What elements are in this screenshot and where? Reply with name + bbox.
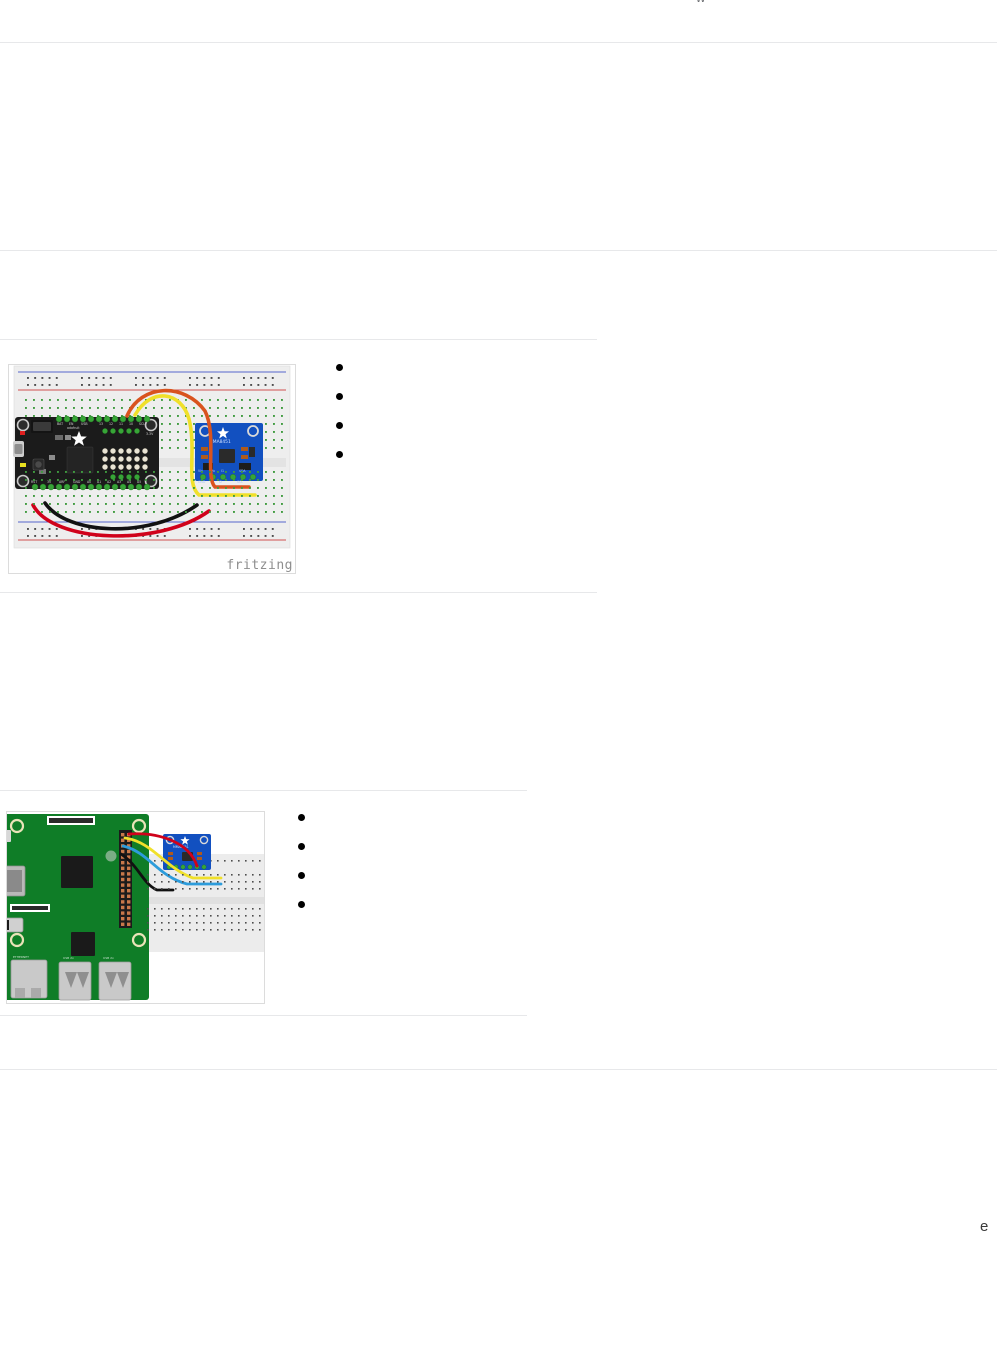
svg-text:A5: A5 [137,480,141,484]
svg-text:ARF: ARF [59,480,65,484]
bullet-text: Pi SCL to sensor SCL [314,867,445,882]
divider-top [0,42,997,43]
svg-text:A4: A4 [127,480,131,484]
svg-text:13: 13 [99,422,103,426]
svg-text:ETHERNET: ETHERNET [13,955,29,959]
fritzing-canvas-feather: RST 3V ARF GND A0 A1 A2 A3 A4 A5 BAT EN … [9,365,295,573]
svg-text:RST: RST [31,480,37,484]
list-item: Connect the SCL pin to the I2C clock SCL… [336,410,997,439]
divider-intro [0,250,997,251]
svg-text:I2: I2 [219,480,222,484]
bullet-text: Connect GND to common power/data ground [352,388,623,403]
top-partial-glyph: w [696,0,705,4]
mma8451-board-graphic: MMA8451 [195,423,263,484]
divider-section2-bottom [0,1015,527,1016]
divider-section1-top [0,339,597,340]
list-item: Pi 3V3 to sensor VIN [298,802,453,831]
svg-text:USB 2x: USB 2x [103,956,114,960]
svg-text:GND: GND [198,480,206,484]
list-item: Pi GND to sensor GND [298,831,453,860]
svg-text:USB: USB [81,422,88,426]
svg-text:I1: I1 [221,469,224,473]
bullet-text: Pi 3V3 to sensor VIN [314,809,439,824]
fritzing-watermark: fritzing [226,558,293,573]
divider-bottom [0,1069,997,1070]
bottom-right-glyph: e [980,1218,989,1235]
svg-text:11: 11 [119,422,123,426]
list-item: Connect GND to common power/data ground [336,381,997,410]
list-item: Pi SDA to sensor SDA [298,889,453,918]
svg-text:3V: 3V [47,480,52,484]
bullet-text: Pi GND to sensor GND [314,838,453,853]
feather-breadboard-svg: RST 3V ARF GND A0 A1 A2 A3 A4 A5 BAT EN … [13,365,291,549]
svg-text:Vin: Vin [198,469,203,473]
fritzing-canvas-pi: ETHERNET USB 2x USB 2x MMA8451 [7,812,264,1003]
list-item: Connect board VIN to the power supply, 3… [336,352,997,381]
svg-text:GND: GND [73,480,81,484]
feather-board-graphic: RST 3V ARF GND A0 A1 A2 A3 A4 A5 BAT EN … [13,415,159,491]
svg-text:USB 2x: USB 2x [63,956,74,960]
raspberry-pi-board-graphic: ETHERNET USB 2x USB 2x [7,814,149,1001]
svg-text:adafruit: adafruit [67,426,80,430]
feather-wiring-figure: RST 3V ARF GND A0 A1 A2 A3 A4 A5 BAT EN … [8,364,296,574]
bullet-text: Pi SDA to sensor SDA [314,896,448,911]
svg-text:A3: A3 [117,480,121,484]
feather-wiring-bullet-list: Connect board VIN to the power supply, 3… [336,352,997,468]
svg-text:SCL: SCL [237,480,243,484]
list-item: Connect the SDA pin to the I2C data SDA … [336,439,997,468]
raspberry-pi-wiring-figure: ETHERNET USB 2x USB 2x MMA8451 [6,811,265,1004]
divider-section1-bottom [0,592,597,593]
bullet-text: Connect the SDA pin to the I2C data SDA … [352,446,724,461]
svg-text:A2: A2 [107,480,111,484]
bullet-text: Connect the SCL pin to the I2C clock SCL… [352,417,726,432]
raspberry-pi-wiring-bullet-list: Pi 3V3 to sensor VIN Pi GND to sensor GN… [298,802,453,918]
svg-text:10: 10 [129,422,133,426]
svg-text:3.3V: 3.3V [146,432,154,436]
bullet-text: Connect board VIN to the power supply, 3… [352,359,997,374]
svg-text:A1: A1 [97,480,101,484]
list-item: Pi SCL to sensor SCL [298,860,453,889]
svg-text:12: 12 [109,422,113,426]
svg-text:MMA8451: MMA8451 [209,439,231,445]
divider-section2-top [0,790,527,791]
svg-text:EN: EN [69,422,74,426]
raspberry-pi-breadboard-svg: ETHERNET USB 2x USB 2x MMA8451 [7,814,264,1001]
svg-text:A0: A0 [87,480,91,484]
svg-text:BAT: BAT [57,422,63,426]
svg-text:SCL: SCL [139,422,145,426]
